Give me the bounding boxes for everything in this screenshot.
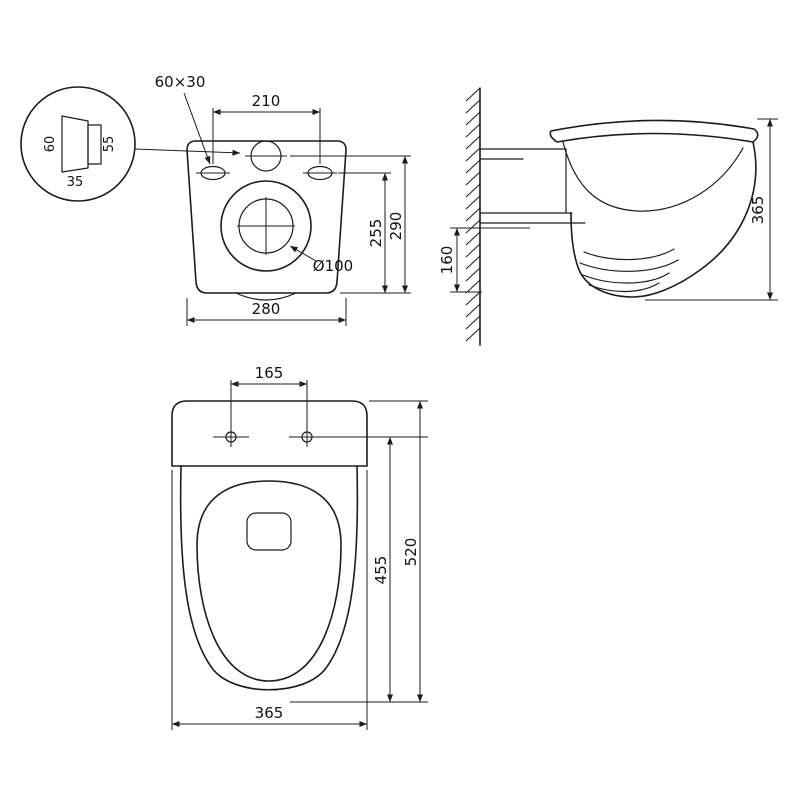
trap-ring-curves (579, 248, 679, 293)
dim-label-165: 165 (255, 364, 284, 382)
dim-label-160: 160 (438, 246, 456, 275)
detail-dim-flange-height: 55 (102, 136, 117, 153)
bowl-side-profile (570, 141, 757, 298)
dim-outlet-height-160: 160 (438, 227, 530, 293)
dim-drain-diameter: Ø100 (289, 245, 353, 275)
dim-mount-spacing-165: 165 (230, 364, 308, 427)
drain-outer-circle (220, 180, 312, 272)
detail-dim-height: 60 (43, 136, 58, 153)
fixing-block (61, 115, 89, 173)
tank-outline (171, 400, 368, 467)
seat-opening-outline (196, 480, 342, 682)
dim-heights-right: 255 290 (290, 155, 411, 294)
dim-label-210: 210 (252, 92, 281, 110)
dim-label-365-plan: 365 (255, 704, 284, 722)
dim-lengths-right: 455 520 (290, 400, 428, 703)
mounting-frame-lines (479, 148, 586, 224)
side-view: 160 365 (438, 87, 778, 346)
dim-width-280: 280 (186, 298, 347, 326)
bowl-plan-outline (179, 465, 359, 691)
dim-label-280: 280 (252, 300, 281, 318)
fixing-callout-label: 60×30 (155, 73, 206, 91)
dim-label-520: 520 (402, 538, 420, 567)
rear-body-outline (186, 140, 347, 294)
dim-depth-365: 365 (645, 118, 778, 301)
seat-lid-profile (549, 119, 759, 143)
dim-width-365: 365 (171, 470, 368, 730)
plan-view: 165 455 520 365 (171, 364, 428, 730)
wall-hatching (465, 87, 481, 342)
dim-label-d100: Ø100 (313, 257, 353, 275)
leader-line (289, 245, 317, 262)
detail-dim-width: 35 (67, 175, 84, 190)
fixing-flange (87, 124, 102, 165)
left-mount-mark (213, 427, 249, 447)
callout-leader-line (183, 92, 211, 165)
fixing-detail: 60 35 55 (20, 86, 136, 202)
flush-opening (246, 512, 292, 551)
bowl-bottom-arc (235, 292, 297, 301)
dim-label-255: 255 (367, 219, 385, 248)
dim-label-365-side: 365 (749, 196, 767, 225)
rear-view: 60 35 55 60×30 210 Ø10 (20, 73, 411, 326)
inner-rim-curve (562, 141, 744, 212)
dim-label-290: 290 (387, 212, 405, 241)
detail-circle (20, 86, 136, 202)
dim-hole-spacing-210: 210 (212, 92, 321, 164)
right-mount-mark (289, 427, 325, 447)
dim-label-455: 455 (372, 556, 390, 585)
